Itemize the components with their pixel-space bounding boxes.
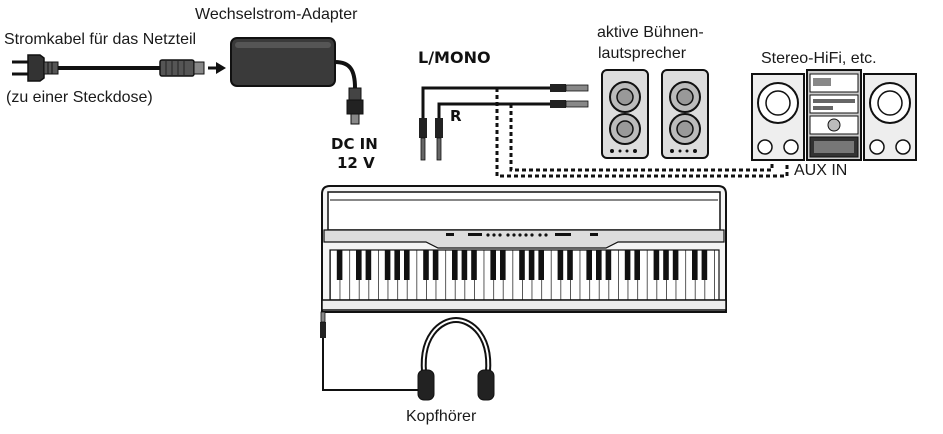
headphone-cable — [322, 338, 430, 391]
dc-plug-icon — [346, 87, 364, 125]
r-label: R — [450, 107, 462, 125]
dc-in-label: DC IN — [331, 135, 378, 153]
aux-dotted-cable — [495, 88, 789, 178]
digital-piano-icon — [321, 185, 727, 313]
cable-connector — [159, 59, 205, 77]
jack-plug-icon — [419, 118, 443, 161]
voltage-label: 12 V — [337, 154, 375, 172]
stage-speaker-icon — [661, 69, 709, 159]
arrow-icon — [208, 62, 226, 74]
l-mono-label: L/MONO — [418, 48, 491, 67]
adapter-label: Wechselstrom-Adapter — [195, 6, 358, 23]
aux-in-label: AUX IN — [794, 162, 848, 179]
jack-plug-speaker-side — [550, 84, 589, 108]
hifi-system-icon — [751, 69, 917, 161]
power-cable-label: Stromkabel für das Netzteil — [4, 31, 197, 48]
jack-cables — [421, 86, 550, 118]
headphones-label: Kopfhörer — [406, 408, 477, 425]
outlet-label: (zu einer Steckdose) — [6, 89, 153, 106]
speakers-label-line2: lautsprecher — [598, 45, 687, 62]
headphones-icon — [417, 316, 495, 401]
ac-adapter-icon — [230, 37, 357, 89]
jack-plug-icon — [320, 311, 326, 338]
stereo-label: Stereo-HiFi, etc. — [761, 50, 877, 67]
power-plug-icon — [12, 54, 59, 82]
stage-speaker-icon — [601, 69, 649, 159]
speakers-label-line1: aktive Bühnen- — [597, 24, 704, 41]
